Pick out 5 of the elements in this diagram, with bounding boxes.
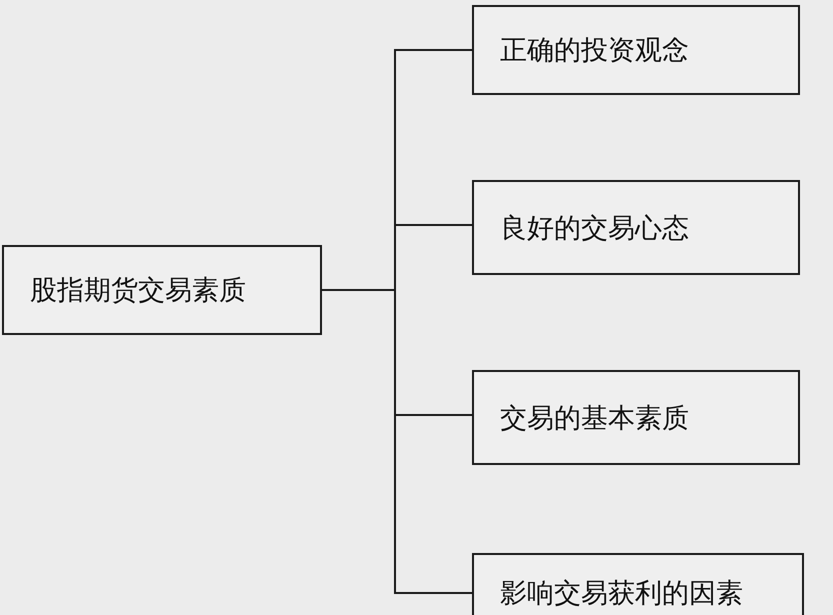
topic-box: 良好的交易心态 [472, 180, 800, 275]
topic-box: 交易的基本素质 [472, 370, 800, 465]
topic-box: 正确的投资观念 [472, 5, 800, 95]
root-box: 股指期货交易素质 [2, 245, 322, 335]
topic-box: 影响交易获利的因素 [472, 553, 804, 615]
